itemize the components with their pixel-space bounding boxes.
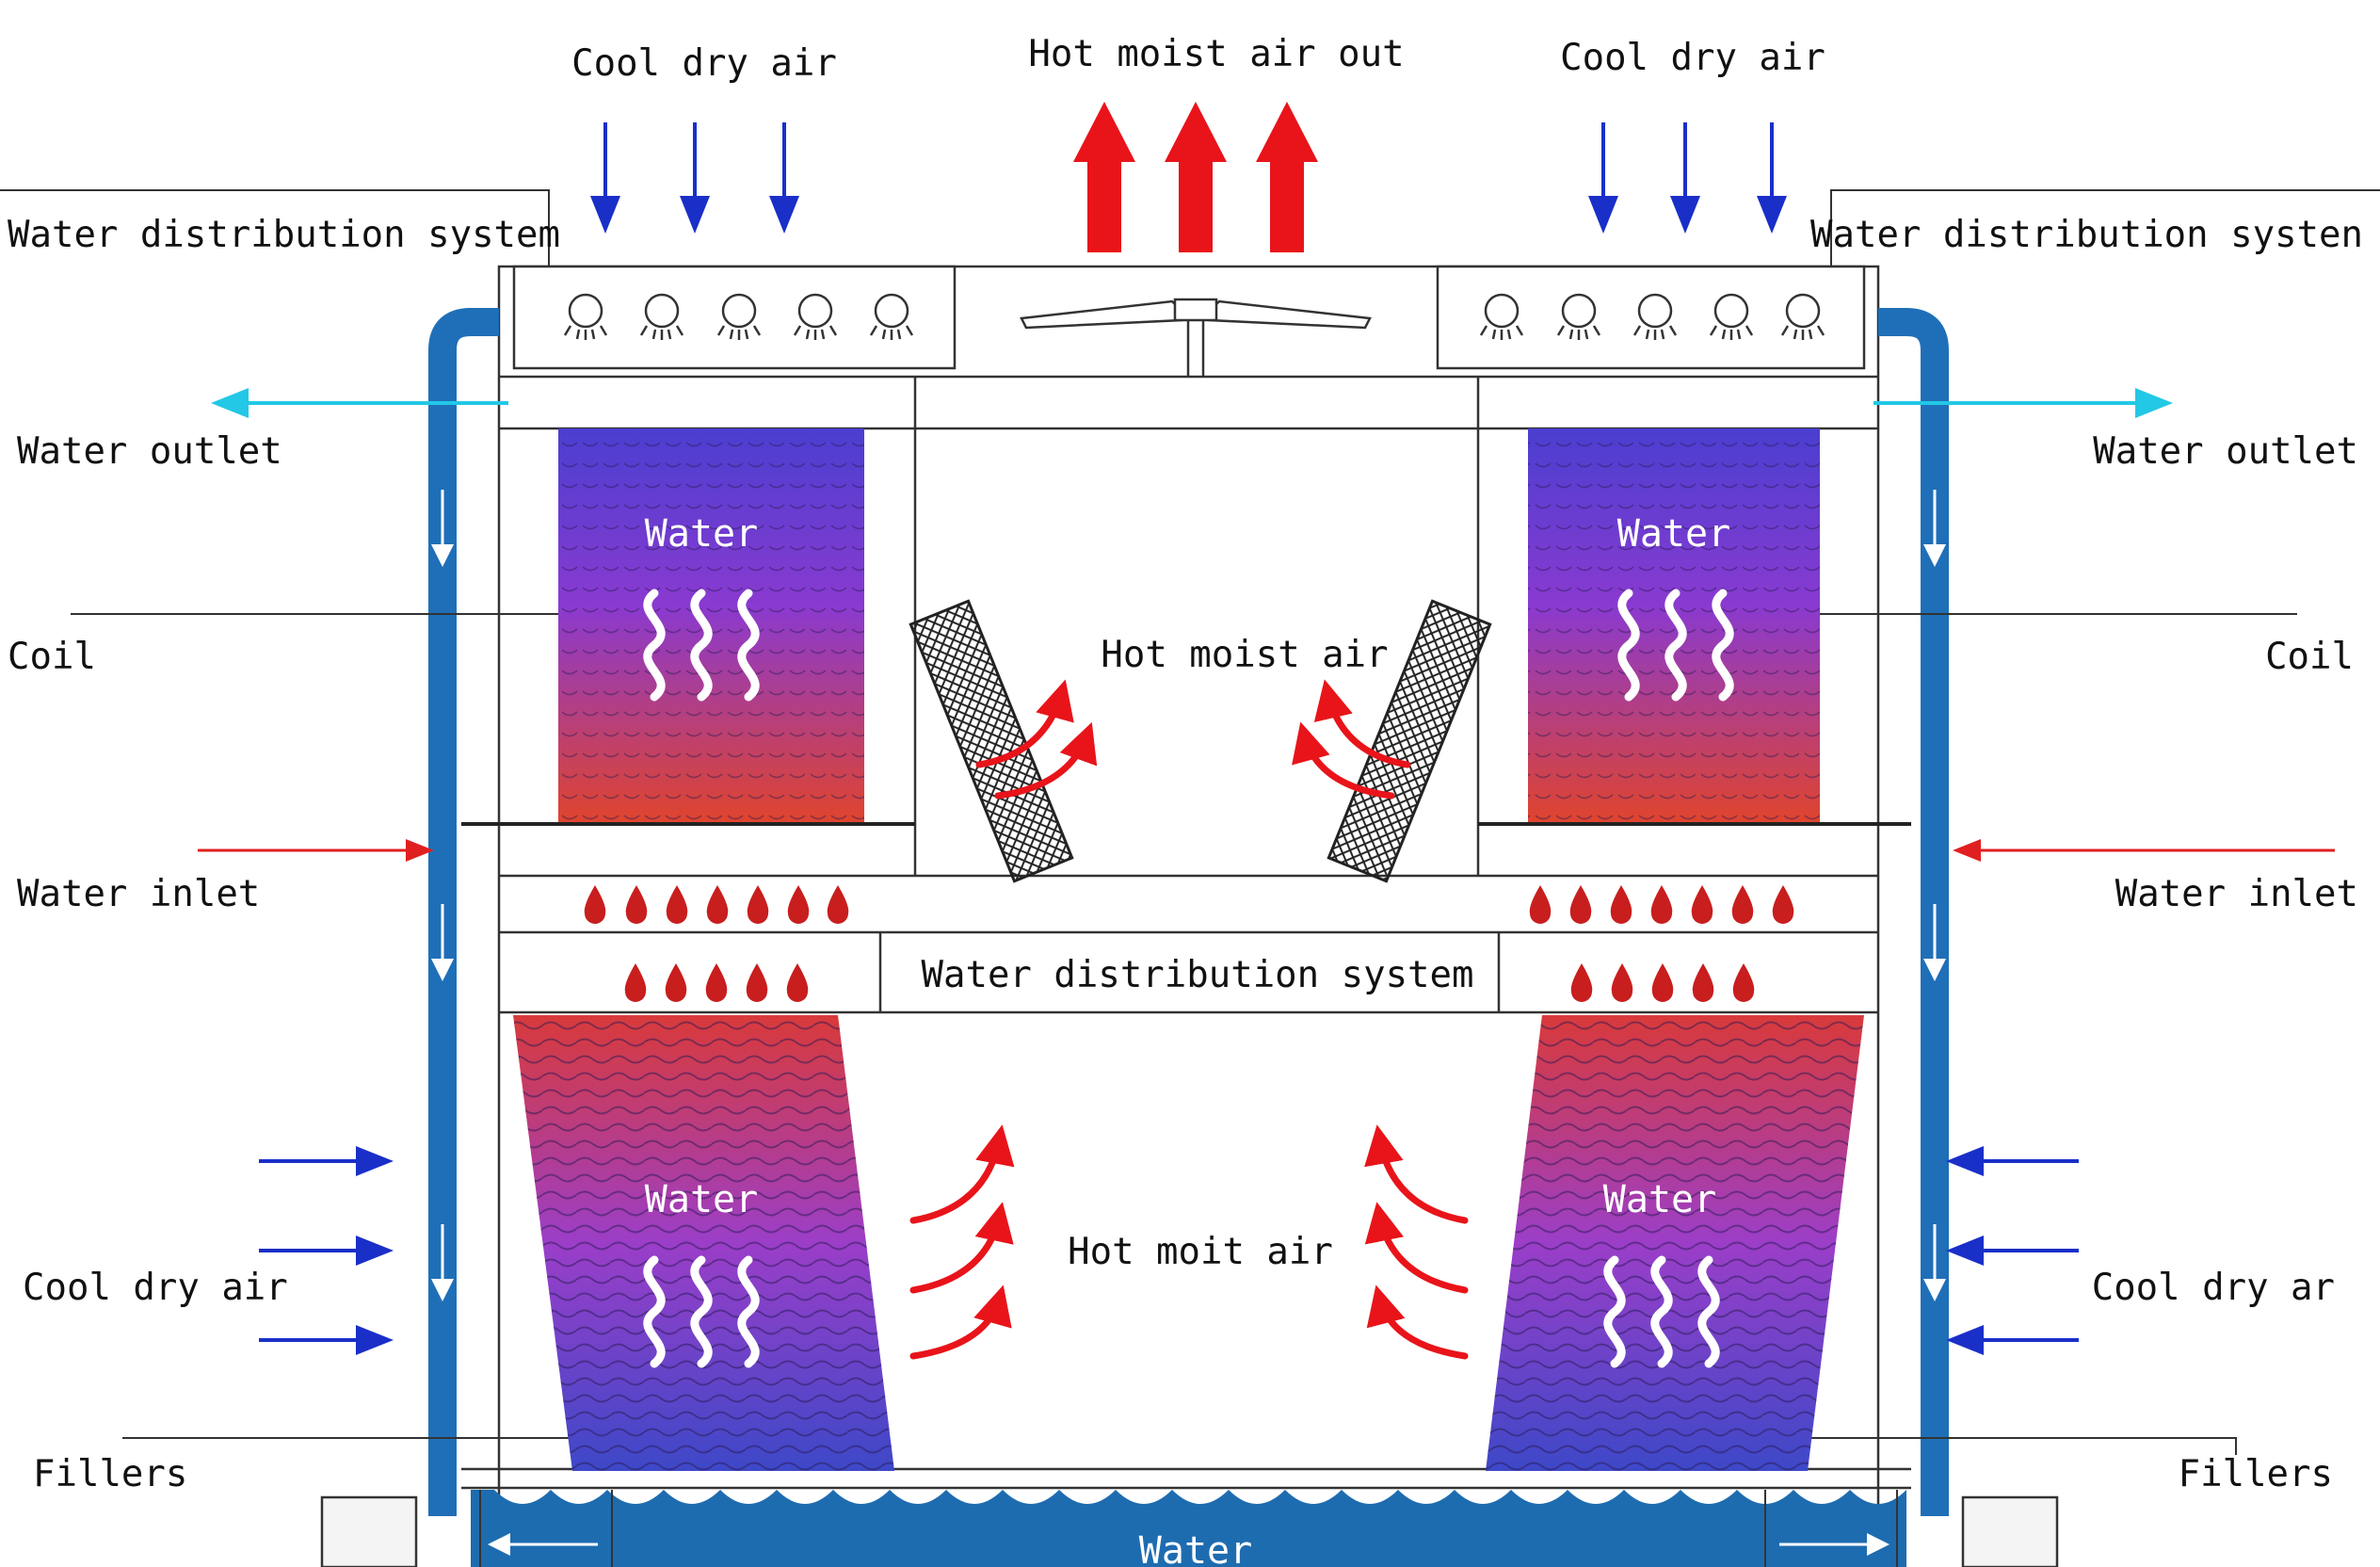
- cool-air-arrows-right: [1946, 1146, 2079, 1355]
- top-right-cool-air-arrows: [1588, 122, 1787, 234]
- hot-air-out-arrows: [1073, 102, 1318, 252]
- basin-water-label: Water: [1139, 1529, 1252, 1567]
- coil-label-left: Coil: [8, 636, 96, 678]
- coil-water-label-left: Water: [645, 512, 758, 556]
- cool-air-arrows-left: [259, 1146, 394, 1355]
- hot-moit-air-label: Hot moit air: [1068, 1231, 1333, 1273]
- droplets-upper-left: [584, 885, 849, 924]
- coil-water-label-right: Water: [1617, 512, 1730, 556]
- water-outlet-label-right: Water outlet: [2093, 430, 2358, 473]
- coil-left: [461, 428, 915, 826]
- middle-distribution-box: [878, 932, 1501, 1012]
- top-center-air-label: Hot moist air out: [1028, 33, 1404, 75]
- water-distribution-label-left: Water distribution system: [8, 214, 560, 256]
- coil-right: [1478, 428, 1911, 826]
- water-inlet-label-left: Water inlet: [17, 873, 260, 915]
- hot-moist-air-label: Hot moist air: [1101, 634, 1388, 676]
- drift-eliminator-left: [909, 599, 1074, 883]
- top-right-air-label: Cool dry air: [1560, 37, 1825, 79]
- top-right-distribution-box: [1436, 265, 1866, 370]
- water-pipe-left: [428, 308, 499, 1516]
- filler-right: [1486, 1015, 1864, 1471]
- droplets-upper-right: [1529, 885, 1794, 924]
- water-pipe-right: [1878, 308, 1949, 1516]
- water-inlet-label-right: Water inlet: [2115, 873, 2358, 915]
- fan-icon: [1020, 298, 1372, 377]
- coil-label-right: Coil: [2265, 636, 2354, 678]
- water-outlet-label-left: Water outlet: [17, 430, 282, 473]
- filler-water-label-left: Water: [645, 1178, 758, 1221]
- cool-dry-air-label-left: Cool dry air: [23, 1267, 288, 1309]
- filler-left: [513, 1015, 894, 1471]
- hot-air-curve-arrows-upper: [975, 679, 1411, 800]
- droplets-lower-right: [1570, 963, 1755, 1002]
- water-distribution-label-center: Water distribution system: [922, 954, 1474, 996]
- fillers-label-right: Fillers: [2179, 1453, 2333, 1495]
- top-left-cool-air-arrows: [590, 122, 799, 234]
- pump-left: [320, 1495, 418, 1567]
- water-distribution-label-right: Water distribution systen: [1810, 214, 2363, 256]
- tower-frame: [461, 265, 1911, 1567]
- pump-right: [1961, 1495, 2059, 1567]
- fillers-label-left: Fillers: [33, 1453, 187, 1495]
- leader-lines: [0, 189, 2380, 1455]
- drift-eliminator-right: [1327, 599, 1492, 883]
- cool-dry-air-label-right: Cool dry ar: [2092, 1267, 2335, 1309]
- hot-air-curve-arrows-lower: [909, 1124, 1469, 1360]
- droplets-lower-left: [624, 963, 809, 1002]
- top-left-distribution-box: [512, 265, 957, 370]
- filler-water-label-right: Water: [1603, 1178, 1716, 1221]
- water-basin: [471, 1490, 1906, 1567]
- top-left-air-label: Cool dry air: [571, 42, 837, 85]
